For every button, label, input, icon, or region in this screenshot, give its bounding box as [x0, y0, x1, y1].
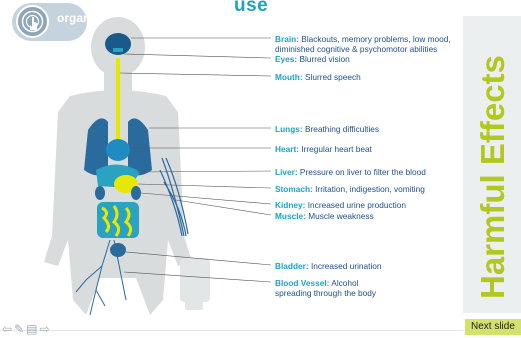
organ-label: Heart: — [275, 144, 299, 154]
effect-item-eyes: Eyes: Blurred vision — [275, 54, 350, 64]
pencil-icon[interactable]: ✎ — [14, 322, 24, 336]
menu-icon[interactable]: ▤ — [26, 322, 37, 336]
harmful-effects-panel: Harmful Effects — [463, 16, 521, 313]
organ-label: Kidney: — [275, 200, 305, 210]
arrow-left-icon[interactable]: ⇦ — [2, 322, 12, 336]
eyes-organ — [113, 48, 123, 52]
panel-title: Harmful Effects — [474, 55, 512, 299]
organ-label: Muscle: — [275, 211, 306, 221]
organ-label: Eyes: — [275, 54, 297, 64]
bladder-organ — [110, 243, 126, 257]
left-kidney — [95, 186, 105, 200]
effect-item-stomach: Stomach: Irritation, indigestion, vomiti… — [275, 184, 425, 194]
organ-label: Stomach: — [275, 184, 313, 194]
organ-label: Blood Vessel: — [275, 278, 329, 288]
effect-item-lungs: Lungs: Breathing difficulties — [275, 124, 379, 134]
right-kidney — [131, 186, 141, 200]
effect-item-heart: Heart: Irregular heart beat — [275, 144, 372, 154]
effect-text: Slurred speech — [305, 72, 361, 82]
effect-text: Pressure on liver to filter the blood — [300, 167, 426, 177]
effect-item-blood-vessel: Blood Vessel: Alcohol spreading through … — [275, 278, 385, 298]
effect-item-bladder: Bladder: Increased urination — [275, 261, 382, 271]
effect-text: Irritation, indigestion, vomiting — [315, 184, 425, 194]
effect-item-kidney: Kidney: Increased urine production — [275, 200, 406, 210]
effect-text: Blurred vision — [299, 54, 349, 64]
effect-text: Blackouts, memory problems, low mood, di… — [275, 34, 451, 54]
effect-item-mouth: Mouth: Slurred speech — [275, 72, 361, 82]
heart-organ — [106, 139, 130, 161]
organ-label: Bladder: — [275, 261, 309, 271]
effect-item-muscle: Muscle: Muscle weakness — [275, 211, 374, 221]
organ-label: Liver: — [275, 167, 298, 177]
hand-glass — [180, 258, 210, 310]
effect-text: Increased urination — [311, 261, 382, 271]
effect-text: Increased urine production — [308, 200, 406, 210]
arrow-right-icon[interactable]: ⇨ — [39, 322, 49, 336]
organ-label: Brain: — [275, 34, 299, 44]
slide-navigation: ⇦✎▤⇨ — [2, 320, 52, 332]
effect-item-brain: Brain: Blackouts, memory problems, low m… — [275, 34, 465, 54]
organ-label: Mouth: — [275, 72, 303, 82]
footer-divider — [0, 330, 463, 331]
next-slide-button[interactable]: Next slide — [465, 319, 521, 335]
organ-label: Lungs: — [275, 124, 303, 134]
effect-text: Irregular heart beat — [301, 144, 372, 154]
effect-text: Breathing difficulties — [305, 124, 379, 134]
effect-item-liver: Liver: Pressure on liver to filter the b… — [275, 167, 426, 177]
effect-text: Muscle weakness — [308, 211, 373, 221]
